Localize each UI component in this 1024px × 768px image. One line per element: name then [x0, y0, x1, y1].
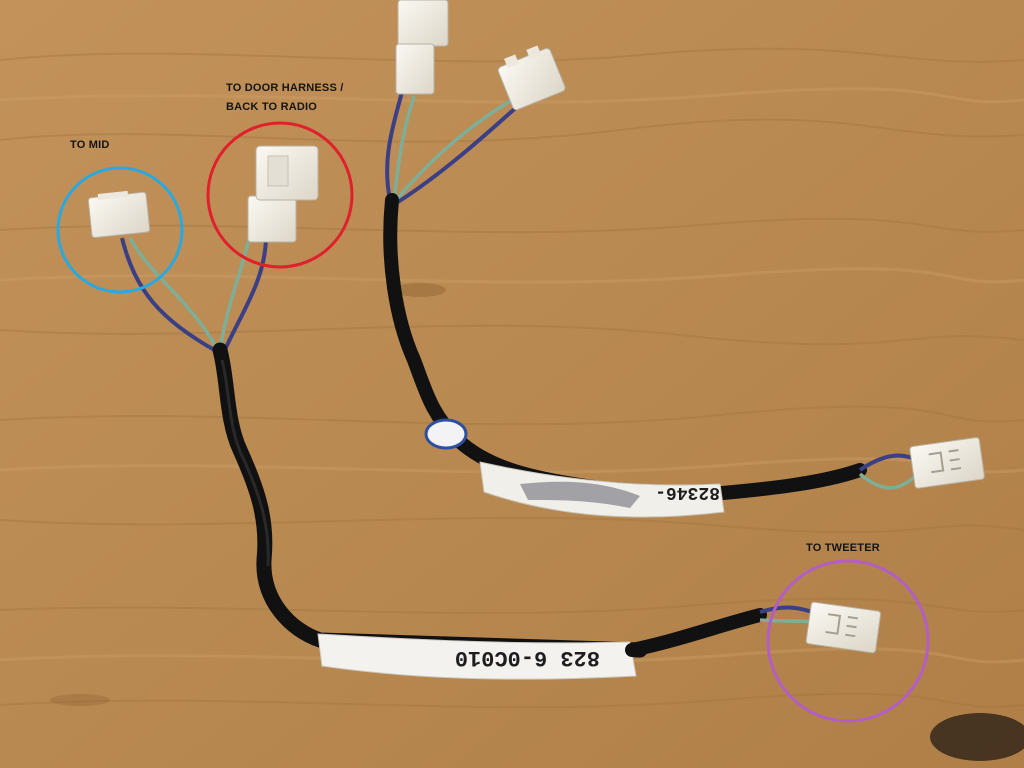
left-harness: 823 6-0C010 [87, 145, 882, 680]
mid-highlight-circle [56, 166, 184, 294]
top-right-connector [497, 45, 566, 111]
door-connector [247, 145, 319, 243]
right-harness-tape [383, 193, 867, 503]
mid-connector [87, 190, 151, 239]
label-to-tweeter: TO TWEETER [806, 542, 880, 554]
mid-wire-blue [120, 237, 219, 354]
tweeter-highlight-circle [766, 559, 930, 723]
end-connector [909, 437, 985, 489]
top-left-connector [395, 0, 449, 95]
tweeter-connector [805, 601, 882, 654]
door-wire-green [218, 235, 252, 351]
wood-knot [394, 283, 446, 297]
blue-sticker [424, 418, 468, 450]
door-wire-blue [222, 235, 268, 353]
part-label-lower-text: 823 6-0C010 [455, 645, 600, 670]
door-highlight-circle [206, 121, 354, 269]
part-label-lower-band [317, 633, 637, 680]
mid-wire-green [128, 237, 220, 351]
label-to-mid: TO MID [70, 139, 110, 151]
label-to-door-harness: TO DOOR HARNESS / BACK TO RADIO [226, 82, 344, 113]
part-label-upper-text: 82346- [655, 482, 720, 502]
right-harness: 82346- [383, 0, 985, 518]
